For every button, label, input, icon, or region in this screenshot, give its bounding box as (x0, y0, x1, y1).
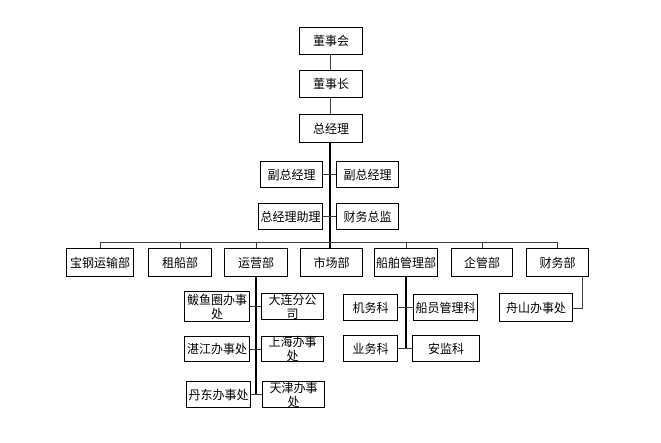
node-sect-safety: 安监科 (412, 335, 480, 362)
connector-stub-enterprise (482, 242, 483, 248)
connector-deputy-row (323, 174, 336, 175)
connector-row-machinery-crew (398, 307, 413, 308)
connector-row-business-safety (398, 348, 413, 349)
node-dept-marketing: 市场部 (300, 248, 363, 277)
connector-shipmgmt-trunk (405, 277, 407, 348)
node-sect-business: 业务科 (343, 335, 398, 362)
node-dept-operations: 运营部 (224, 248, 288, 277)
connector-board-chairman (330, 55, 331, 70)
node-office-shanghai: 上海办事处 (261, 335, 324, 363)
node-deputy-gm-left: 副总经理 (260, 161, 323, 188)
node-dept-chartering: 租船部 (148, 248, 212, 277)
connector-finance-elbow-h (573, 308, 583, 309)
connector-row-bayuquan-dalian (250, 306, 262, 307)
node-general-manager: 总经理 (299, 114, 363, 143)
node-dept-finance: 财务部 (526, 248, 589, 277)
node-sect-crew-mgmt: 船员管理科 (413, 294, 478, 321)
node-dept-baosteel-transport: 宝钢运输部 (66, 248, 134, 277)
connector-stub-chartering (180, 242, 181, 248)
connector-chairman-gm (330, 98, 331, 114)
node-deputy-gm-right: 副总经理 (336, 161, 399, 188)
node-board: 董事会 (299, 27, 363, 55)
connector-dept-line (100, 242, 558, 243)
connector-gm-trunk (329, 143, 331, 248)
node-office-tianjin: 天津办事处 (262, 381, 325, 409)
node-dept-ship-management: 船舶管理部 (374, 248, 438, 277)
connector-stub-baosteel (100, 242, 101, 248)
connector-stub-finance (557, 242, 558, 248)
node-sect-machinery: 机务科 (343, 294, 398, 321)
connector-operations-trunk (255, 277, 257, 394)
connector-row-zhanjiang-shanghai (250, 349, 262, 350)
connector-stub-ship-mgmt (406, 242, 407, 248)
node-office-bayuquan: 鲅鱼圈办事处 (184, 291, 250, 322)
node-chairman: 董事长 (299, 70, 363, 98)
node-gm-assistant: 总经理助理 (258, 203, 323, 230)
node-office-zhanjiang: 湛江办事处 (184, 336, 250, 362)
node-office-zhoushan: 舟山办事处 (499, 293, 573, 322)
connector-assistant-row (323, 216, 336, 217)
node-cfo: 财务总监 (336, 203, 399, 230)
connector-row-dandong-tianjin (251, 394, 263, 395)
connector-stub-operations (256, 242, 257, 248)
node-office-dandong: 丹东办事处 (186, 381, 251, 408)
node-branch-dalian: 大连分公司 (261, 293, 324, 321)
node-dept-enterprise-mgmt: 企管部 (451, 248, 513, 277)
connector-finance-elbow-v (582, 277, 583, 309)
